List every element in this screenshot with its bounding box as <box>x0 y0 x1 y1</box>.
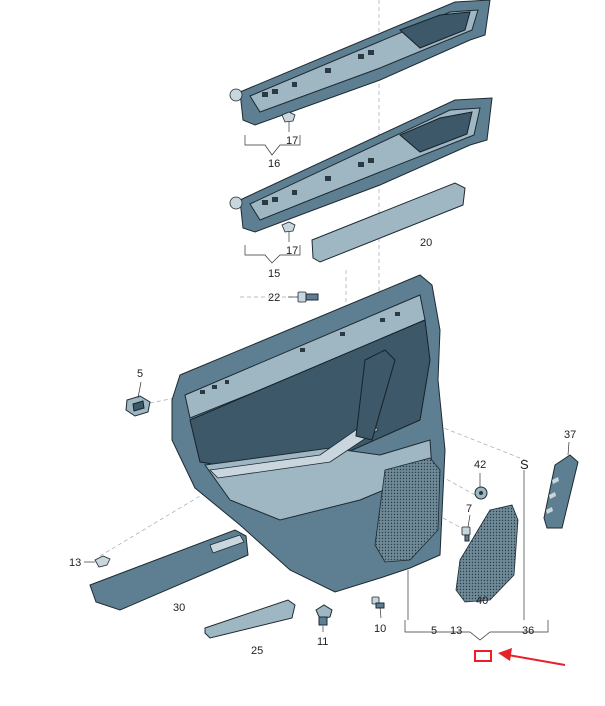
callout-17-lower: 17 <box>286 245 298 257</box>
callout-13-bottom: 13 <box>450 625 462 637</box>
screw-10 <box>371 596 385 609</box>
callout-s: S <box>520 457 529 472</box>
callout-labels: 17 16 17 15 20 22 5 37 42 S 7 13 30 40 1… <box>69 135 576 657</box>
callout-42: 42 <box>474 459 486 471</box>
callout-5: 5 <box>137 368 143 380</box>
callout-16: 16 <box>268 158 280 170</box>
trim-strip-37 <box>543 454 579 529</box>
nut-42 <box>474 486 488 500</box>
callout-11: 11 <box>317 636 328 648</box>
callout-40: 40 <box>476 595 488 607</box>
callout-22: 22 <box>268 292 280 304</box>
callout-15: 15 <box>268 268 280 280</box>
door-handle-lower <box>229 97 493 233</box>
callout-leader-lines <box>84 122 570 641</box>
screw-22 <box>297 291 319 303</box>
armrest-panel-30 <box>89 529 249 611</box>
door-handle-upper <box>229 0 491 126</box>
clip-17-upper <box>281 111 296 123</box>
door-trim-panel <box>171 274 446 593</box>
clip-17-lower <box>281 221 296 233</box>
callout-5-bottom: 5 <box>431 625 437 637</box>
clip-13 <box>94 555 111 568</box>
callout-17-upper: 17 <box>286 135 298 147</box>
callout-10: 10 <box>374 623 386 635</box>
clip-11 <box>315 604 333 626</box>
callout-25: 25 <box>251 645 263 657</box>
speaker-grille-40 <box>455 504 519 603</box>
pointer-arrow <box>498 648 566 666</box>
trim-strip-20 <box>311 182 466 263</box>
callout-20: 20 <box>420 237 432 249</box>
clip-5 <box>125 395 151 417</box>
handle-strip-25 <box>204 599 296 639</box>
highlight-box <box>474 650 492 662</box>
screw-7 <box>461 526 471 542</box>
callout-30: 30 <box>173 602 185 614</box>
callout-13-left: 13 <box>69 557 81 569</box>
callout-7: 7 <box>466 503 472 515</box>
callout-37: 37 <box>564 429 576 441</box>
callout-36: 36 <box>522 625 534 637</box>
